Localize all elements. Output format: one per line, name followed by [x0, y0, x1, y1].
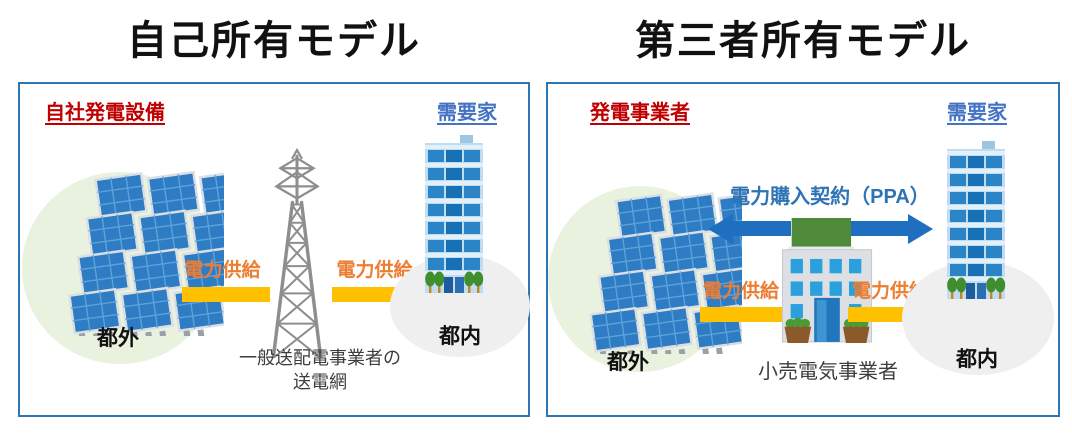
supply-arrow-right — [332, 287, 404, 302]
owner-label: 発電事業者 — [590, 102, 690, 124]
outside-area-label: 都外 — [607, 351, 649, 374]
grid-caption-line1: 一般送配電事業者の — [239, 348, 401, 368]
supply-label-left: 電力供給 — [184, 260, 261, 281]
supply-label-right: 電力供給 — [336, 260, 413, 281]
right-panel-title: 第三者所有モデル — [635, 19, 971, 63]
retailer-building-icon — [781, 218, 873, 343]
ppa-arrow-right — [848, 221, 908, 236]
inside-area-label: 都内 — [439, 325, 481, 348]
ppa-contract-label: 電力購入契約（PPA） — [730, 186, 930, 208]
third-party-model-panel: 発電事業者 需要家 都外 電力購入契約（PPA） — [546, 82, 1060, 417]
consumer-label: 需要家 — [437, 102, 497, 124]
supply-arrow-left — [182, 287, 270, 302]
self-owned-model-panel: 自社発電設備 需要家 — [18, 82, 530, 417]
ppa-arrow-left — [733, 221, 791, 236]
inside-area-label: 都内 — [956, 348, 998, 371]
grid-caption-line2: 送電網 — [293, 372, 347, 392]
ppa-arrow-left-head — [708, 214, 733, 244]
supply-label-left: 電力供給 — [702, 281, 779, 302]
owner-label: 自社発電設備 — [45, 102, 165, 124]
office-tower-icon — [425, 135, 484, 293]
solar-array-icon — [68, 169, 224, 336]
consumer-label: 需要家 — [947, 102, 1007, 124]
supply-arrow-right — [848, 307, 910, 322]
left-panel-title: 自己所有モデル — [127, 19, 421, 63]
office-tower-icon — [947, 141, 1006, 299]
grid-caption: 一般送配電事業者の 送電網 — [190, 346, 450, 394]
outside-area-label: 都外 — [97, 327, 139, 350]
ppa-arrow-right-head — [908, 214, 933, 244]
retailer-label: 小売電気事業者 — [758, 361, 898, 383]
solar-array-icon — [589, 191, 742, 354]
supply-arrow-left — [700, 307, 782, 322]
transmission-tower-icon — [271, 147, 323, 358]
